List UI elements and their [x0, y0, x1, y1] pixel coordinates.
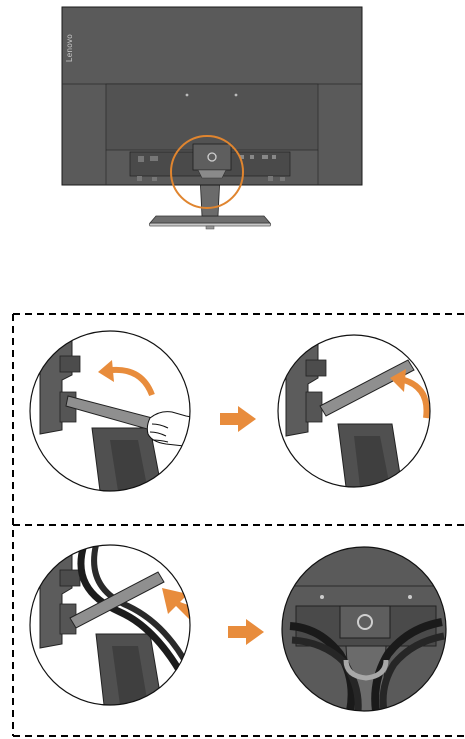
- step-1-open-cable-clip: [30, 331, 210, 491]
- right-arrow-icon: [228, 619, 264, 645]
- step-4-cables-secured: [282, 547, 446, 711]
- step-3-route-cables: [30, 545, 212, 705]
- brand-logo: Lenovo: [65, 34, 74, 62]
- stand-base: [149, 216, 270, 229]
- right-arrow-icon: [220, 406, 256, 432]
- monitor-rear-view: Lenovo: [62, 7, 362, 229]
- step-2-clip-opened: [278, 335, 430, 487]
- cable-clip-small: [198, 170, 226, 178]
